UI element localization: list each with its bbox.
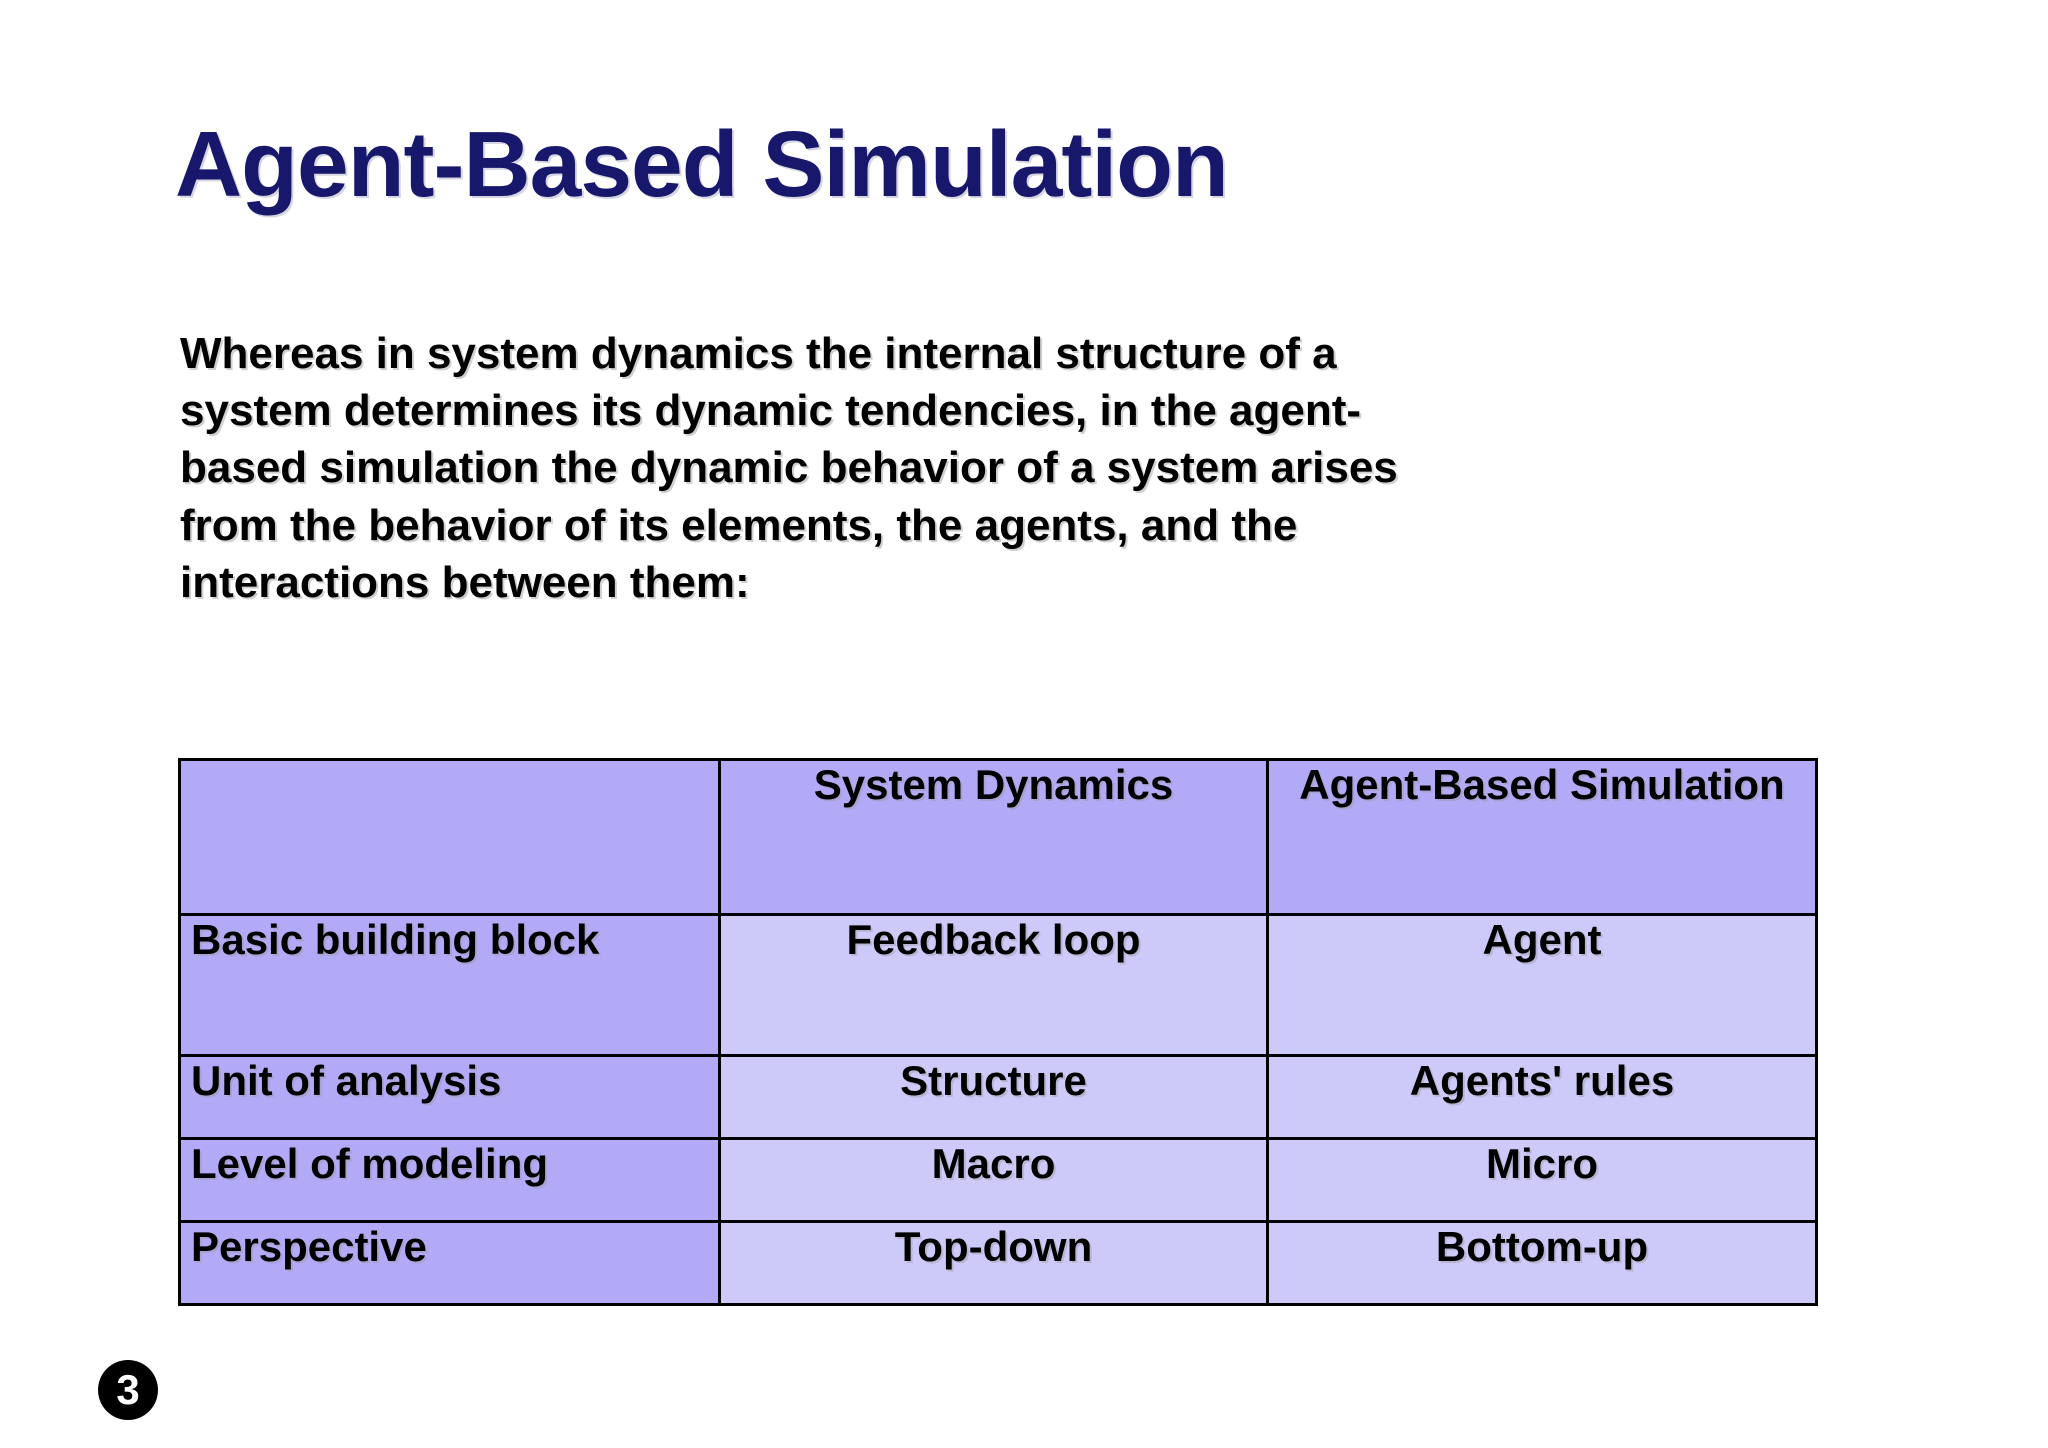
cell-level-of-modeling-agent-based: Micro (1266, 1137, 1818, 1223)
page-number-badge: 3 (98, 1360, 158, 1420)
cell-unit-of-analysis-agent-based: Agents' rules (1266, 1054, 1818, 1140)
body-paragraph: Whereas in system dynamics the internal … (180, 325, 1770, 611)
cell-basic-building-block-system-dynamics: Feedback loop (718, 913, 1269, 1057)
row-label-perspective: Perspective (178, 1220, 721, 1306)
table-header-system-dynamics: System Dynamics (718, 758, 1269, 916)
cell-perspective-agent-based: Bottom-up (1266, 1220, 1818, 1306)
body-line-5: interactions between them: (180, 557, 750, 607)
table-row: Perspective Top-down Bottom-up (178, 1220, 1818, 1306)
row-label-level-of-modeling: Level of modeling (178, 1137, 721, 1223)
cell-level-of-modeling-system-dynamics: Macro (718, 1137, 1269, 1223)
row-label-basic-building-block: Basic building block (178, 913, 721, 1057)
page-title: Agent-Based Simulation (175, 112, 1229, 216)
table-row: Basic building block Feedback loop Agent (178, 913, 1818, 1057)
table-header-blank (178, 758, 721, 916)
cell-basic-building-block-agent-based: Agent (1266, 913, 1818, 1057)
table-row: Unit of analysis Structure Agents' rules (178, 1054, 1818, 1140)
table-header-agent-based-simulation: Agent-Based Simulation (1266, 758, 1818, 916)
body-line-1: Whereas in system dynamics the internal … (180, 329, 1337, 378)
body-line-3: based simulation the dynamic behavior of… (180, 443, 1398, 493)
row-label-unit-of-analysis: Unit of analysis (178, 1054, 721, 1140)
table-row: Level of modeling Macro Micro (178, 1137, 1818, 1223)
cell-perspective-system-dynamics: Top-down (718, 1220, 1269, 1306)
table-header-row: System Dynamics Agent-Based Simulation (178, 758, 1818, 916)
comparison-table: System Dynamics Agent-Based Simulation B… (178, 758, 1818, 1306)
cell-unit-of-analysis-system-dynamics: Structure (718, 1054, 1269, 1140)
body-line-2: system determines its dynamic tendencies… (180, 386, 1362, 436)
body-line-4: from the behavior of its elements, the a… (180, 500, 1298, 550)
